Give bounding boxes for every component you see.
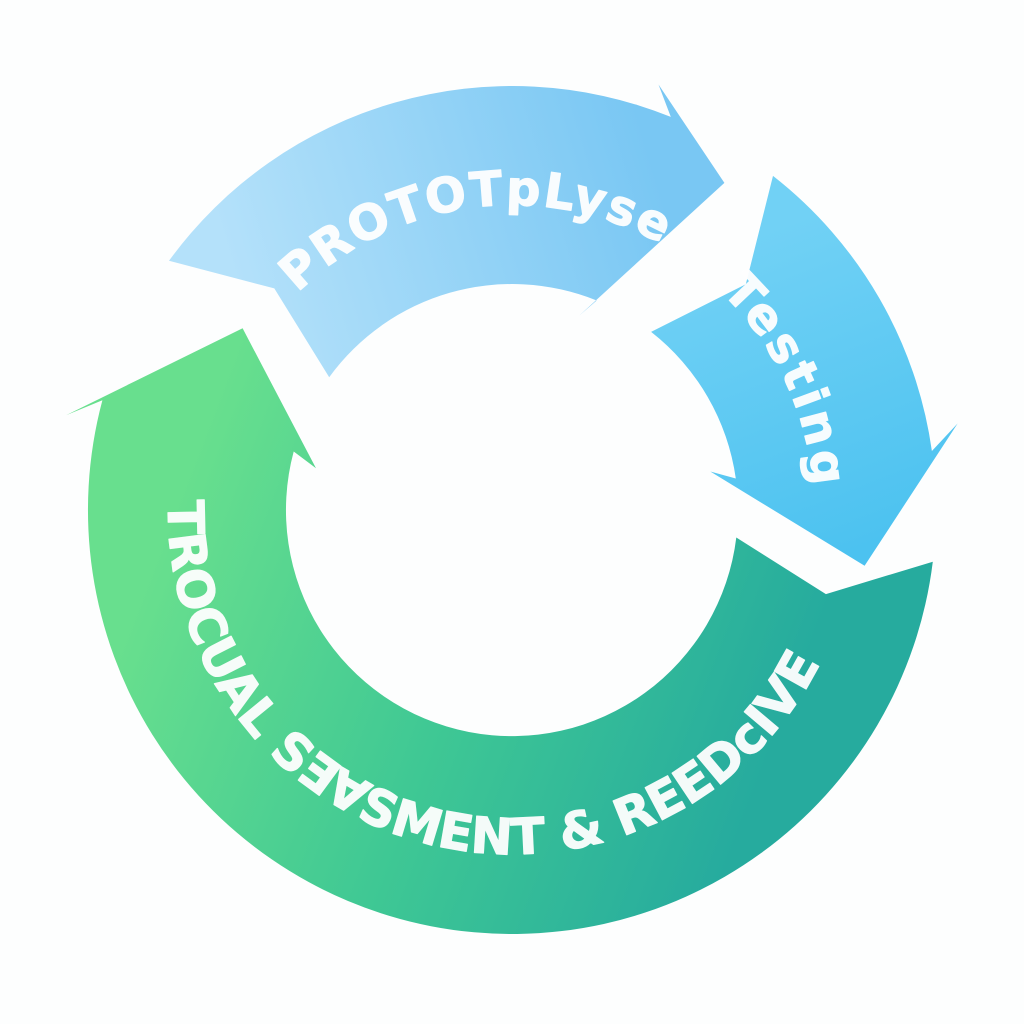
testing-arrow [651, 175, 958, 566]
feedback-arrow [66, 328, 933, 934]
prototype-arrow [169, 84, 725, 378]
